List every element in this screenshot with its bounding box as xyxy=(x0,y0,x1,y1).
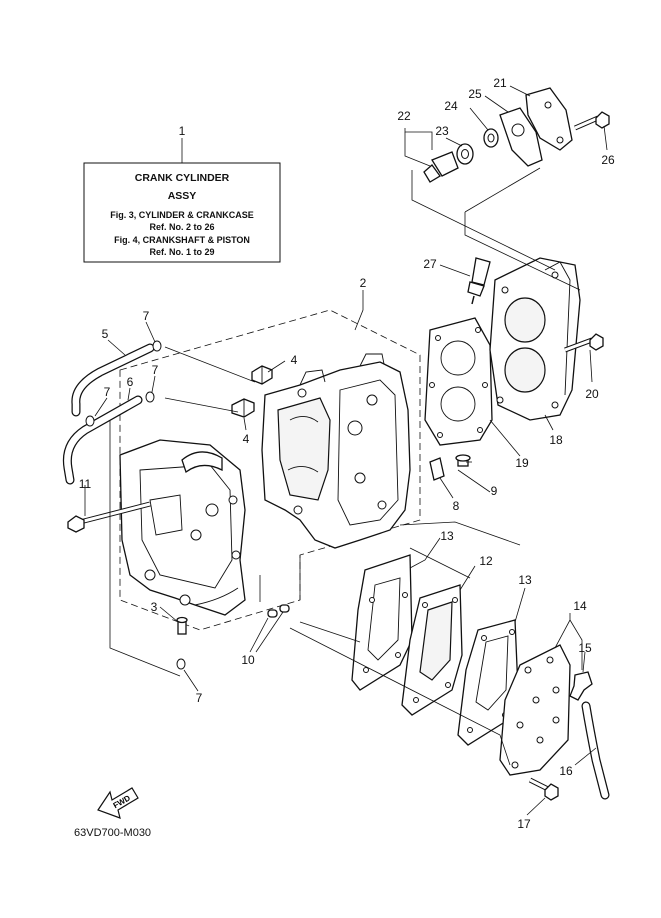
callout-17: 17 xyxy=(517,817,531,831)
gasket-25 xyxy=(499,107,543,167)
callout-23: 23 xyxy=(435,124,449,138)
thermostat-22 xyxy=(423,151,459,183)
callout-3: 3 xyxy=(151,600,158,614)
callout-13b: 13 xyxy=(518,573,532,587)
callout-21: 21 xyxy=(493,76,507,90)
callout-5: 5 xyxy=(102,327,109,341)
assembly-subtitle: ASSY xyxy=(168,190,197,202)
thermostat-cover-21 xyxy=(525,87,573,151)
callout-13a: 13 xyxy=(440,529,454,543)
callout-8: 8 xyxy=(453,499,460,513)
washer-24 xyxy=(483,128,499,148)
bolt-11 xyxy=(67,501,151,533)
callout-22: 22 xyxy=(397,109,411,123)
hose-6 xyxy=(62,395,143,485)
fitting-4b xyxy=(231,398,255,418)
reference-fig4-range: Ref. No. 1 to 29 xyxy=(149,247,214,257)
hose-5 xyxy=(71,343,155,417)
crankcase-half xyxy=(119,439,246,616)
callout-2: 2 xyxy=(360,276,367,290)
bolt-17 xyxy=(528,777,559,801)
callout-labels: 1 2 3 4 4 5 6 7 7 7 7 8 9 10 11 12 13 13… xyxy=(79,76,615,831)
exhaust-cover-14 xyxy=(499,644,571,776)
assembly-title: CRANK CYLINDER xyxy=(135,172,230,184)
callout-7a: 7 xyxy=(143,309,150,323)
callout-4b: 4 xyxy=(243,432,250,446)
callout-6: 6 xyxy=(127,375,134,389)
gasket-13b xyxy=(457,619,519,746)
head-gasket-19 xyxy=(424,317,493,446)
callout-15: 15 xyxy=(578,641,592,655)
callout-7c: 7 xyxy=(104,385,111,399)
forward-arrow-icon: FWD xyxy=(97,787,139,819)
reference-fig3: Fig. 3, CYLINDER & CRANKCASE xyxy=(110,210,254,220)
gasket-13a xyxy=(351,554,413,691)
seal-23 xyxy=(456,143,474,165)
callout-18: 18 xyxy=(549,433,563,447)
callout-1: 1 xyxy=(179,124,186,138)
assembly-info-box: CRANK CYLINDER ASSY Fig. 3, CYLINDER & C… xyxy=(83,162,281,263)
callout-27: 27 xyxy=(423,257,437,271)
hose-clamp-7c xyxy=(85,415,95,427)
callout-14: 14 xyxy=(573,599,587,613)
callout-24: 24 xyxy=(444,99,458,113)
exhaust-plate-12 xyxy=(401,584,463,716)
drawing-code: 63VD700-M030 xyxy=(74,827,151,839)
fitting-4a xyxy=(251,365,273,385)
callout-7b: 7 xyxy=(152,363,159,377)
hose-clamp-7d xyxy=(176,658,186,670)
callout-25: 25 xyxy=(468,87,482,101)
callout-4a: 4 xyxy=(291,353,298,367)
bolt-26 xyxy=(574,111,610,131)
screw-3 xyxy=(176,616,188,635)
elbow-fitting-15 xyxy=(569,671,593,701)
callout-9: 9 xyxy=(491,484,498,498)
callout-16: 16 xyxy=(559,764,573,778)
callout-19: 19 xyxy=(515,456,529,470)
callout-7d: 7 xyxy=(196,691,203,705)
hose-clamp-7a xyxy=(152,340,162,352)
bolt-20 xyxy=(564,333,604,353)
assembly-lines xyxy=(84,85,608,816)
callout-10: 10 xyxy=(241,653,255,667)
cylinder-block xyxy=(261,353,411,549)
hose-clamp-7b xyxy=(145,391,155,403)
hose-16 xyxy=(581,701,610,800)
bracket-8 xyxy=(429,457,445,481)
reference-fig3-range: Ref. No. 2 to 26 xyxy=(149,222,214,232)
bolt-9 xyxy=(455,454,471,467)
reference-fig4: Fig. 4, CRANKSHAFT & PISTON xyxy=(114,235,250,245)
callout-20: 20 xyxy=(585,387,599,401)
callout-26: 26 xyxy=(601,153,615,167)
cylinder-head-18 xyxy=(489,257,581,421)
callout-12: 12 xyxy=(479,554,493,568)
callout-11: 11 xyxy=(79,477,92,491)
spark-plug-27 xyxy=(467,257,491,305)
dowel-pins-10 xyxy=(267,604,290,618)
